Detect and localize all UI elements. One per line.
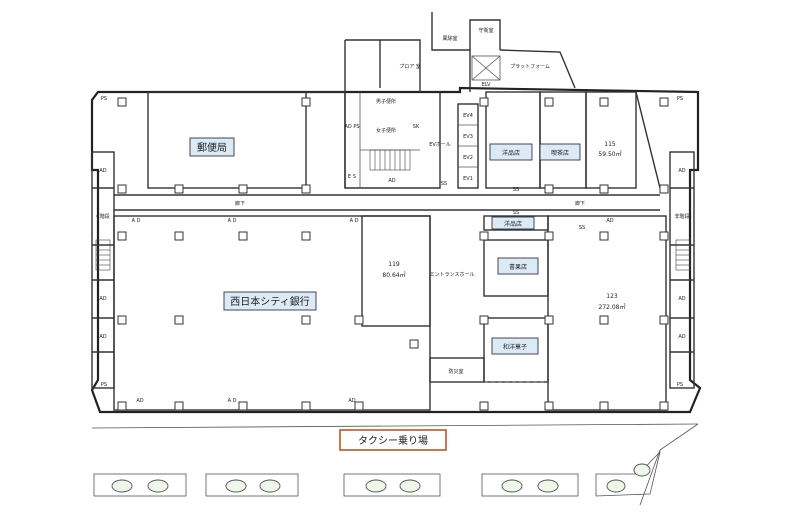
building-outline [90,86,702,414]
taxi-stand-box [339,429,447,451]
ev1-label: EV1 [463,176,473,182]
unit-119-area: 80.64㎡ [382,271,405,279]
guard-room-label: 守衛室 [478,27,493,34]
unit-123-area: 272.08㎡ [599,303,626,311]
ev4-label: EV4 [463,113,473,119]
taxi-stand-label: タクシー乗り場 [358,434,428,447]
elv-label: ELV [482,82,491,88]
post-office-tag [189,137,235,157]
kissa-tag [539,143,581,161]
wind-room-label: 風除室 [442,35,457,42]
yohin2-label: 洋品店 [504,220,522,228]
kaju-label: 書果店 [509,263,527,271]
unit-123: 123 [606,293,618,300]
ad-ps-label: AD PS [344,124,359,130]
ad-right-1: AD [678,168,685,174]
columns [117,97,669,411]
ad-ev-hall: AD [388,178,395,184]
wagashi-label: 和洋菓子 [503,343,527,351]
wagashi-tag [491,337,539,355]
ps-bottom-right: PS [677,382,683,388]
ad-small-1: A D [132,218,141,224]
mens-label: 男子便所 [376,98,396,105]
kissa-label: 喫茶店 [551,149,569,157]
ad-left-1: AD [99,168,106,174]
c-stairs-label: C階段 [96,213,110,220]
unit-119: 119 [388,261,400,268]
planters [93,450,661,497]
ps-top-right: PS [677,96,683,102]
kaju-tag [497,257,539,275]
yohin2-tag [491,216,535,230]
corridor-right-label: 廊下 [575,200,585,207]
corridor-left-label: 廊下 [235,200,245,207]
ss-1: SS [441,181,447,187]
sk-label: SK [413,124,420,130]
unit-115: 115 [604,141,616,148]
right-stairs-label: 非階段 [674,213,689,220]
ps-bottom-left: PS [101,382,107,388]
ad-left-2: AD [99,296,106,302]
bank-tag [223,291,317,311]
ad-right-2: AD [678,296,685,302]
post-office-label: 郵便局 [197,141,227,154]
ev2-label: EV2 [463,155,473,161]
disaster-room-label: 防災室 [448,368,463,375]
ad-small-7: A D [228,398,237,404]
entrance-hall-label: エントランスホール [430,272,475,278]
unit-115-area: 59.50㎡ [598,150,621,158]
ps-top-left: PS [101,96,107,102]
ad-small-4: AD [606,218,613,224]
womens-label: 女子便所 [376,127,396,134]
ad-small-3: A D [350,218,359,224]
ad-small-5: AD [136,398,143,404]
platform-label: プラットフォーム [510,64,550,70]
yohin1-label: 洋品店 [502,149,520,157]
bank-room [113,215,431,411]
ss-4: SS [579,225,585,231]
ad-small-2: A D [228,218,237,224]
ad-left-3: AD [99,334,106,340]
unit-123-room [547,215,667,411]
ev-hall-label: EVホール [429,142,451,148]
ad-small-6: AD [348,398,355,404]
bank-label: 西日本シティ銀行 [230,295,309,308]
unit-119-room [361,215,431,327]
right-wing [669,151,695,389]
ss-2: SS [513,187,519,193]
ad-right-3: AD [678,334,685,340]
ev3-label: EV3 [463,134,473,140]
post-office-room [147,91,307,189]
ad-es: E S [348,174,356,180]
ss-3: SS [513,210,519,216]
floor-room-label: プロア 室 [399,63,421,70]
yohin1-tag [489,143,533,161]
